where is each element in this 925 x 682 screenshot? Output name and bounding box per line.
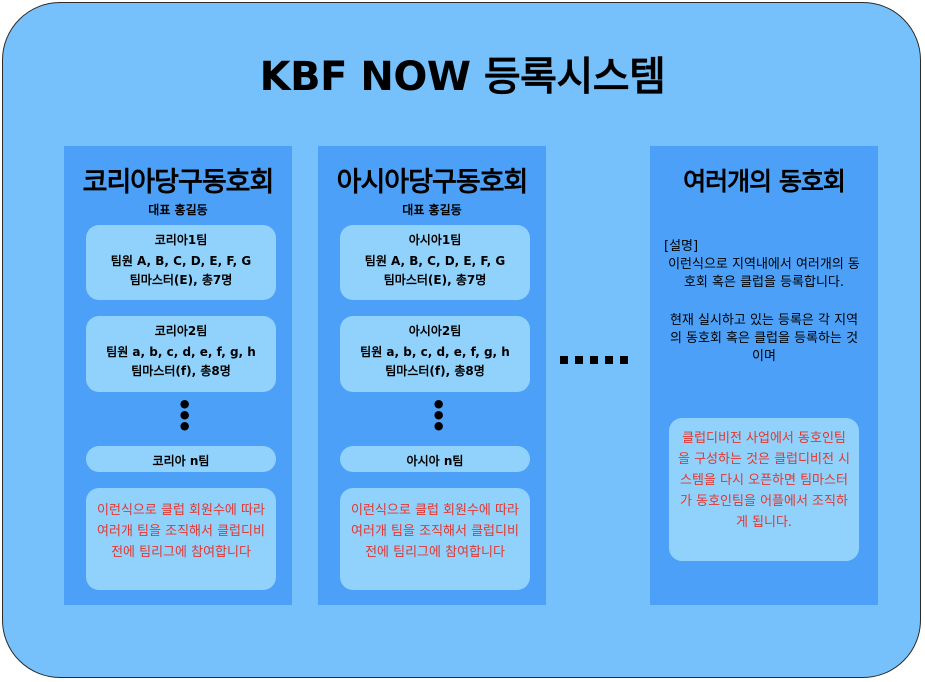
team-name: 코리아 n팀 — [152, 454, 210, 468]
team-name: 아시아1팀 — [408, 233, 462, 247]
vertical-ellipsis: ••• — [431, 391, 447, 441]
club-title: 여러개의 동호회 — [683, 167, 846, 196]
horizontal-ellipsis-icon — [560, 356, 628, 364]
team-card: 코리아2팀 팀원 a, b, c, d, e, f, g, h 팀마스터(f),… — [86, 316, 276, 392]
page-title: KBF NOW 등록시스템 — [259, 54, 666, 100]
team-members: 팀원 A, B, C, D, E, F, G — [110, 254, 252, 268]
horizontal-ellipsis — [558, 345, 634, 366]
team-name: 코리아1팀 — [154, 233, 208, 247]
club-representative: 대표 홍길동 — [148, 203, 208, 217]
team-name: 아시아2팀 — [408, 324, 462, 338]
club-column-asia: 아시아당구동호회 대표 홍길동 아시아1팀 팀원 A, B, C, D, E, … — [318, 146, 546, 605]
team-card-last: 코리아 n팀 — [86, 446, 276, 472]
team-card: 코리아1팀 팀원 A, B, C, D, E, F, G 팀마스터(E), 총7… — [86, 225, 276, 300]
team-master: 팀마스터(f), 총8명 — [131, 364, 231, 378]
team-card: 아시아1팀 팀원 A, B, C, D, E, F, G 팀마스터(E), 총7… — [340, 225, 530, 300]
vertical-ellipsis: ••• — [177, 391, 193, 441]
team-members: 팀원 a, b, c, d, e, f, g, h — [106, 345, 256, 359]
club-column-korea: 코리아당구동호회 대표 홍길동 코리아1팀 팀원 A, B, C, D, E, … — [64, 146, 292, 605]
team-members: 팀원 A, B, C, D, E, F, G — [364, 254, 506, 268]
team-master: 팀마스터(E), 총7명 — [129, 273, 233, 287]
team-card-last: 아시아 n팀 — [340, 446, 530, 472]
description: [설명] 이런식으로 지역내에서 여러개의 동호회 혹은 클럽을 등록합니다. … — [664, 238, 864, 366]
description-label: [설명] — [664, 239, 699, 254]
team-master: 팀마스터(E), 총7명 — [383, 273, 487, 287]
club-note: 이런식으로 클럽 회원수에 따라 여러개 팀을 조직해서 클럽디비전에 팀리그에… — [86, 488, 276, 590]
team-name: 아시아 n팀 — [406, 454, 464, 468]
club-note: 클럽디비전 사업에서 동호인팀을 구성하는 것은 클럽디비전 시스템을 다시 오… — [669, 418, 859, 561]
team-name: 코리아2팀 — [154, 324, 208, 338]
club-column-many: 여러개의 동호회 [설명] 이런식으로 지역내에서 여러개의 동호회 혹은 클럽… — [650, 146, 878, 605]
team-members: 팀원 a, b, c, d, e, f, g, h — [360, 345, 510, 359]
club-representative: 대표 홍길동 — [402, 203, 462, 217]
description-text-1: 이런식으로 지역내에서 여러개의 동호회 혹은 클럽을 등록합니다. — [668, 257, 860, 290]
team-card: 아시아2팀 팀원 a, b, c, d, e, f, g, h 팀마스터(f),… — [340, 316, 530, 392]
team-master: 팀마스터(f), 총8명 — [385, 364, 485, 378]
club-title: 아시아당구동호회 — [336, 167, 529, 198]
description-text-2: 현재 실시하고 있는 등록은 각 지역의 동호회 혹은 클럽을 등록하는 것이며 — [669, 313, 859, 364]
club-title: 코리아당구동호회 — [82, 167, 275, 198]
club-note: 이런식으로 클럽 회원수에 따라 여러개 팀을 조직해서 클럽디비전에 팀리그에… — [340, 488, 530, 590]
